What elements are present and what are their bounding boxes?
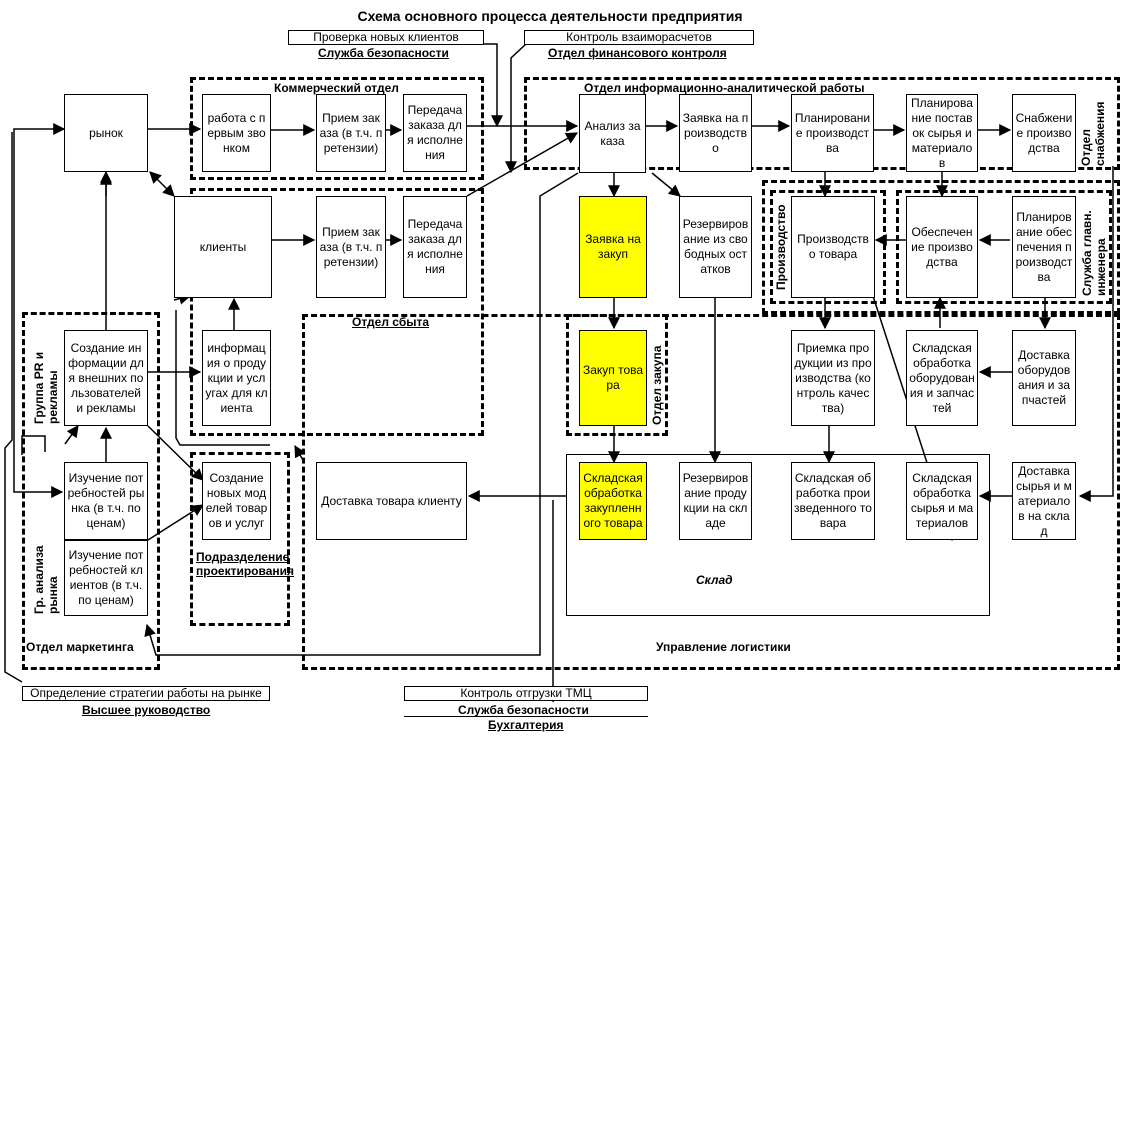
dept-commercial-label: Коммерческий отдел bbox=[274, 81, 399, 95]
dept-logistics-frame bbox=[302, 314, 1120, 670]
control-settlements: Контроль взаиморасчетов bbox=[524, 30, 754, 45]
box-purchase-request[interactable]: Заявка на закуп bbox=[579, 196, 647, 298]
box-goods-purchase[interactable]: Закуп товара bbox=[579, 330, 647, 426]
dept-chief-engineer-frame bbox=[896, 190, 1112, 304]
box-production-supply[interactable]: Снабжение производства bbox=[1012, 94, 1076, 172]
dept-marketing-label: Отдел маркетинга bbox=[26, 640, 134, 654]
dept-logistics-label: Управление логистики bbox=[656, 640, 791, 654]
box-delivery-to-client[interactable]: Доставка товара клиенту bbox=[316, 462, 467, 540]
dept-production-inner-frame bbox=[770, 190, 886, 304]
box-transfer-1[interactable]: Передача заказа для исполнения bbox=[403, 94, 467, 172]
accounting-label: Бухгалтерия bbox=[488, 718, 564, 732]
box-equipment-delivery[interactable]: Доставка оборудования и запчастей bbox=[1012, 330, 1076, 426]
box-support-planning[interactable]: Планирование обеспечения производства bbox=[1012, 196, 1076, 298]
warehouse-label: Склад bbox=[696, 573, 733, 587]
box-production-support[interactable]: Обеспечение производства bbox=[906, 196, 978, 298]
dept-sales-frame bbox=[190, 188, 484, 436]
box-production-planning[interactable]: Планирование производства bbox=[791, 94, 874, 172]
box-production-request[interactable]: Заявка на производство bbox=[679, 94, 752, 172]
box-first-call[interactable]: работа с первым звонком bbox=[202, 94, 271, 172]
box-raw-materials-delivery[interactable]: Доставка сырья и материалов на склад bbox=[1012, 462, 1076, 540]
dept-production-frame bbox=[762, 180, 1120, 314]
dept-design-label: Подразделение проектирования bbox=[196, 550, 295, 578]
financial-control-label: Отдел финансового контроля bbox=[548, 46, 727, 60]
control-shipment: Контроль отгрузки ТМЦ bbox=[404, 686, 648, 701]
box-raw-materials-handling[interactable]: Складская обработка сырья и материалов bbox=[906, 462, 978, 540]
accounting-divider bbox=[404, 716, 648, 717]
box-supply-planning[interactable]: Планирование поставок сырья и материалов bbox=[906, 94, 978, 172]
security-service-top-label: Служба безопасности bbox=[318, 46, 449, 60]
box-clients[interactable]: клиенты bbox=[174, 196, 272, 298]
box-goods-production[interactable]: Производство товара bbox=[791, 196, 875, 298]
box-purchased-goods-handling[interactable]: Складская обработка закупленного товара bbox=[579, 462, 647, 540]
box-production-acceptance[interactable]: Приемка продукции из производства (контр… bbox=[791, 330, 875, 426]
production-dept-label: Производство bbox=[774, 204, 788, 290]
security-service-bottom-label: Служба безопасности bbox=[458, 703, 589, 717]
box-info-for-external[interactable]: Создание информации для внешних пользова… bbox=[64, 330, 148, 426]
box-reserve-free-stock[interactable]: Резервирование из свободных остатков bbox=[679, 196, 752, 298]
chief-engineer-label: Служба главн. инженера bbox=[1080, 210, 1108, 296]
control-new-clients: Проверка новых клиентов bbox=[288, 30, 484, 45]
dept-sales-label: Отдел сбыта bbox=[352, 315, 430, 329]
box-order-analysis[interactable]: Анализ заказа bbox=[579, 94, 646, 173]
box-order-intake-1[interactable]: Прием заказа (в т.ч. претензии) bbox=[316, 94, 386, 172]
pr-group-label: Группа PR и рекламы bbox=[32, 351, 60, 424]
dept-info-analytics-label: Отдел информационно-аналитической работы bbox=[584, 81, 865, 95]
supply-dept-label: Отдел снабжения bbox=[1079, 101, 1107, 167]
box-transfer-2[interactable]: Передача заказа для исполнения bbox=[403, 196, 467, 298]
diagram-title: Схема основного процесса деятельности пр… bbox=[357, 8, 743, 24]
market-analysis-group-label: Гр. анализа рынка bbox=[32, 545, 60, 614]
box-client-needs-study[interactable]: Изучение потребностей клиентов (в т.ч. п… bbox=[64, 540, 148, 616]
procurement-dept-label: Отдел закупа bbox=[650, 345, 664, 425]
box-market[interactable]: рынок bbox=[64, 94, 148, 172]
box-produced-goods-handling[interactable]: Складская обработка произведенного товар… bbox=[791, 462, 875, 540]
box-info-products-for-client[interactable]: информация о продукции и услугах для кли… bbox=[202, 330, 271, 426]
dept-commercial-frame bbox=[190, 77, 484, 180]
box-new-models[interactable]: Создание новых моделей товаров и услуг bbox=[202, 462, 271, 540]
warehouse-frame bbox=[566, 454, 990, 616]
box-equipment-handling[interactable]: Складская обработка оборудования и запча… bbox=[906, 330, 978, 426]
top-management-label: Высшее руководство bbox=[82, 703, 211, 717]
box-order-intake-2[interactable]: Прием заказа (в т.ч. претензии) bbox=[316, 196, 386, 298]
control-market-strategy: Определение стратегии работы на рынке bbox=[22, 686, 270, 701]
dept-design-frame bbox=[190, 452, 290, 626]
dept-marketing-frame bbox=[22, 312, 160, 670]
box-market-needs-study[interactable]: Изучение потребностей рынка (в т.ч. по ц… bbox=[64, 462, 148, 540]
box-reserve-at-warehouse[interactable]: Резервирование продукции на складе bbox=[679, 462, 752, 540]
